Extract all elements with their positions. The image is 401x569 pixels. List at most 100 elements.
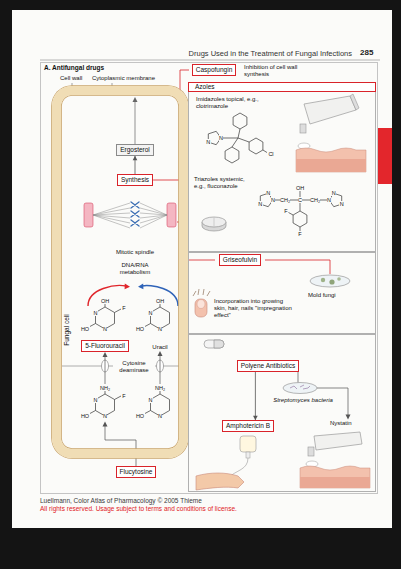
atom-label: CH₂ (310, 197, 321, 203)
clotrimazole-structure (233, 113, 247, 129)
griseofulvin-target (177, 222, 330, 274)
ointment-tube (314, 432, 362, 450)
box-label: Flucytosine (120, 468, 153, 475)
clotrimazole-structure (249, 138, 263, 154)
box-label: Ergosterol (120, 146, 150, 153)
conversion-arrow (105, 355, 106, 384)
pyrimidine-structure (144, 391, 160, 414)
atom-label: N (258, 201, 263, 207)
text-label: Uracil (152, 344, 167, 351)
ointment-tube (350, 94, 359, 110)
fluconazole-structure (260, 191, 341, 231)
capsule (214, 340, 224, 348)
page-background (12, 10, 392, 528)
page-header: Drugs Used in the Treatment of Fungal In… (110, 49, 352, 58)
infusion (196, 473, 244, 490)
tablet (202, 217, 226, 227)
atom-label: N (103, 413, 108, 419)
atom-label: N (93, 310, 98, 316)
ointment-tube (296, 148, 366, 172)
region-text: Azoles (188, 82, 376, 92)
clotrimazole-structure (208, 113, 267, 163)
atom-label: N (103, 326, 108, 332)
box-label: Amphotericin B (226, 422, 270, 429)
atom-label: F (122, 305, 126, 311)
drug-box: Flucytosine (116, 466, 157, 478)
drug-box: Amphotericin B (222, 420, 274, 432)
pyrimidine-structure (89, 391, 121, 414)
atom-label: N (339, 201, 344, 207)
panel-region: Streptomyces bacteriaNystatinPolyene Ant… (188, 334, 376, 492)
pyrimidine-structure (89, 304, 170, 416)
region-text: Mold fungi (308, 292, 348, 299)
ointment-tube (300, 124, 306, 133)
atom-label: HO (80, 326, 89, 332)
atom-label: N (158, 326, 163, 332)
box-label: Griseofulvin (223, 256, 257, 263)
atom-label: N (148, 397, 153, 403)
drug-box: Caspofungin (192, 64, 237, 76)
atom-label: HO (80, 413, 89, 419)
conversion-arrow (158, 351, 163, 356)
mitotic-spindle (167, 203, 176, 227)
pyrimidine-structure (144, 304, 160, 327)
atom-label: C (298, 197, 303, 203)
text-label: Cytosine deaminase (115, 360, 153, 374)
streptomyces-dish (283, 372, 351, 420)
atom-label: N (271, 197, 276, 203)
atom-label: Cl (268, 151, 274, 157)
text-label: Mitotic spindle (116, 249, 154, 256)
tablet (214, 218, 215, 227)
atom-label: N (206, 139, 211, 145)
atom-label: N (148, 310, 153, 316)
connector-line (255, 372, 256, 421)
nail-icon (197, 300, 205, 309)
mold-dish (310, 275, 350, 287)
ergosterol-arrow (135, 100, 136, 145)
griseofulvin-target (265, 260, 330, 274)
mold-dish (337, 277, 341, 281)
atom-label: NH₂ (100, 385, 111, 391)
clotrimazole-structure (221, 129, 249, 147)
ointment-tube (300, 477, 370, 488)
metabolism-arrow (125, 284, 130, 290)
connector (133, 156, 138, 175)
panel-region: A. Antifungal drugsCell wallCytoplasmic … (40, 62, 378, 494)
atom-label: NH₂ (155, 385, 166, 391)
nail-icon (195, 299, 207, 317)
uptake-arrow (103, 422, 137, 468)
region-text: Imidazoles topical, e.g., clotrimazole (196, 96, 262, 110)
drug-box: Ergosterol (116, 144, 154, 156)
thumb-tab (378, 128, 392, 184)
fluconazole-structure (289, 213, 301, 232)
box-label: 5-Fluorouracil (85, 342, 125, 349)
drug-box: Synthesis (117, 174, 153, 186)
ergosterol-arrow (133, 97, 138, 145)
atom-label: N (331, 190, 336, 196)
metabolism-arrow (142, 286, 178, 306)
clotrimazole-structure (225, 147, 239, 163)
metabolism-arrow (88, 286, 126, 306)
ergosterol-arrow (133, 97, 138, 102)
nail-icon (193, 289, 210, 296)
region-text: Triazoles systemic, e.g., fluconazole (194, 176, 258, 190)
atom-label: HO (135, 413, 144, 419)
mold-dish (329, 279, 334, 284)
box-label: Polyene Antibiotics (241, 362, 296, 369)
ointment-tube (300, 432, 370, 488)
region-outline (188, 334, 376, 492)
text-label: DNA/RNA metabolism (113, 262, 157, 276)
atom-label: N (266, 190, 271, 196)
infusion (196, 436, 256, 490)
pyrimidine-structure (89, 304, 121, 327)
uptake-arrow (105, 425, 136, 467)
header-rule (40, 60, 380, 61)
conversion-arrow (160, 354, 161, 384)
clotrimazole-structure (263, 150, 267, 153)
thumb-tab (378, 128, 392, 184)
conversion-arrow (103, 351, 163, 384)
